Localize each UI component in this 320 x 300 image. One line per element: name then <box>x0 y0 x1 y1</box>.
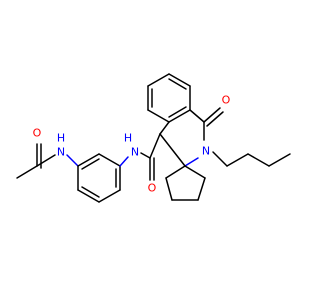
bond-ring1-e <box>98 153 121 167</box>
bond-butyl-2 <box>226 153 249 167</box>
acetamide-hydrogen-label: H <box>57 132 65 145</box>
bond-ring1-b-inner <box>81 186 100 198</box>
bond-c4-ring2 <box>159 121 170 135</box>
bond-butyl-3 <box>247 153 270 167</box>
bond-ring2-to-carbonyl <box>189 109 205 123</box>
bond-ring2-e <box>168 109 191 123</box>
lactam-nitrogen-label: N <box>202 145 210 158</box>
bond-ring2-c-inner <box>168 78 187 90</box>
amide-nitrogen-label: N <box>131 146 139 159</box>
bond-lactam-n-spiro <box>184 157 199 167</box>
bond-ring1-f <box>77 153 100 167</box>
bond-ring-to-amide-n <box>119 156 129 167</box>
bond-ring2-b <box>147 73 170 87</box>
acetamide-nitrogen-label: N <box>57 146 65 159</box>
bond-lactam-co-double <box>206 111 224 127</box>
acetamide-oxygen-label: O <box>33 127 42 140</box>
bond-lactam-co <box>203 107 221 123</box>
bond-ring1-b <box>77 189 100 203</box>
bond-ring1-f-inner <box>81 158 100 170</box>
bond-amide-c-c4 <box>149 133 161 159</box>
bond-amide-n-c <box>140 152 151 159</box>
bond-cyclopentane-d <box>165 177 173 201</box>
bond-ring2-c <box>168 73 191 87</box>
bond-ring1-c <box>98 189 121 203</box>
bond-cyclopentane-a <box>184 165 206 179</box>
bond-butyl-4 <box>268 153 291 167</box>
lactam-oxygen-label: O <box>222 94 231 107</box>
bond-ring2-e-inner <box>168 106 187 118</box>
amide-hydrogen-label: H <box>124 132 132 145</box>
bond-ring2-f <box>147 109 170 123</box>
bond-acetyl-c-n <box>36 154 56 167</box>
bond-cyclopentane-b <box>197 177 206 201</box>
bond-cyclopentane-e <box>165 165 186 179</box>
bond-acetyl-n-ring <box>66 154 79 167</box>
bond-butyl-1 <box>212 151 228 167</box>
bond-spiro-c4 <box>159 133 186 167</box>
amide-oxygen-label: O <box>148 182 157 195</box>
bond-acetyl-methyl <box>16 165 38 179</box>
molecule-structure-diagram: O H N H N O O N <box>16 73 291 203</box>
